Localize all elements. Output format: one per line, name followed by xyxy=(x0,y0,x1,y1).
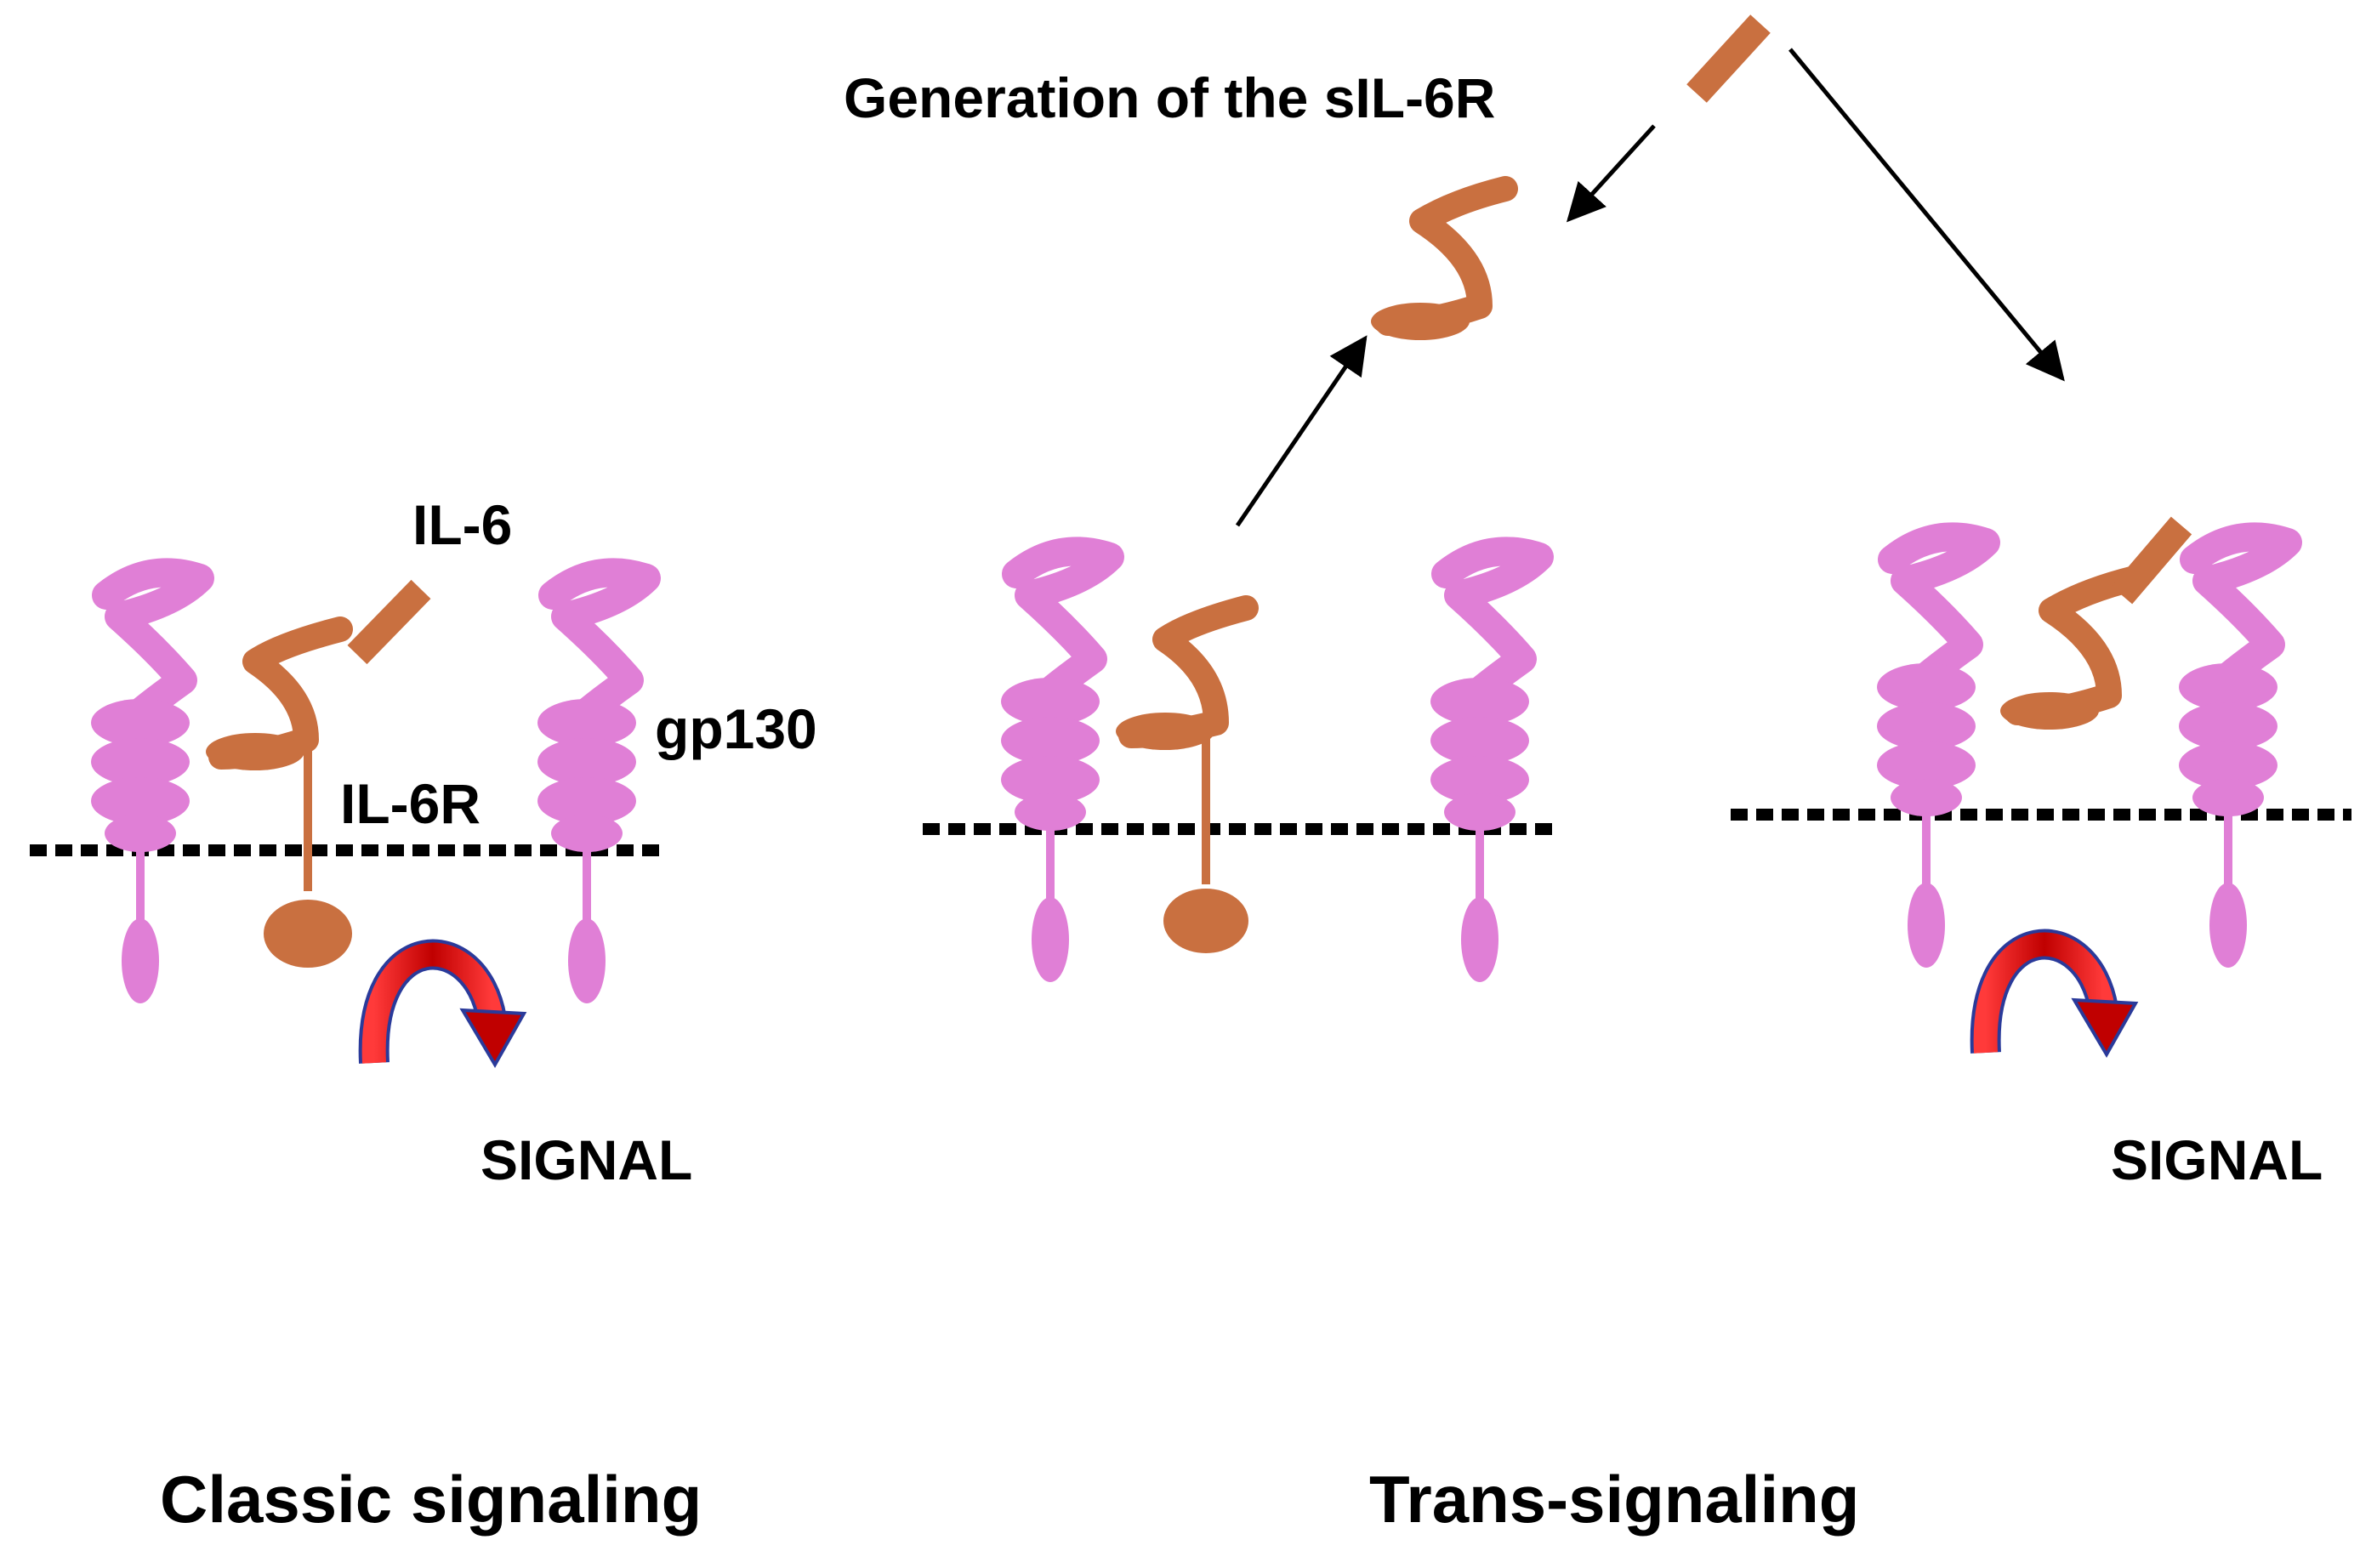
classic-panel: IL-6 gp130 IL-6R SIGNAL Classic signalin… xyxy=(30,493,817,1537)
signal-label-classic: SIGNAL xyxy=(481,1128,692,1191)
signal-arrow-classic xyxy=(374,955,524,1065)
gp130-receptor-right-right xyxy=(2179,537,2288,968)
signal-arrow-trans xyxy=(1986,945,2135,1054)
arrow-il6-to-sil6r xyxy=(1566,124,1656,223)
soluble-il6r-bound xyxy=(2000,578,2135,730)
il6r-membrane-receptor-mid xyxy=(1116,595,1259,953)
arrow-complex-to-cell xyxy=(1788,48,2065,382)
il6-label: IL-6 xyxy=(412,493,512,556)
soluble-il6r xyxy=(1371,189,1505,340)
il6-ligand-free xyxy=(1686,14,1771,103)
il6r-membrane-receptor xyxy=(206,616,353,968)
gp130-receptor-mid-right xyxy=(1430,551,1539,982)
signal-label-trans: SIGNAL xyxy=(2111,1128,2323,1191)
sil6r-generation-label: Generation of the sIL-6R xyxy=(844,66,1495,129)
arrow-shedding xyxy=(1235,335,1368,527)
gp130-receptor-right xyxy=(537,572,646,1003)
gp130-receptor-right-left xyxy=(1877,537,1986,968)
gp130-label: gp130 xyxy=(655,697,817,760)
trans-shedding-panel: Generation of the sIL-6R Trans-signaling xyxy=(844,14,2065,1537)
il6-ligand-bound xyxy=(2111,516,2192,605)
trans-signaling-title: Trans-signaling xyxy=(1369,1462,1859,1537)
il6r-label: IL-6R xyxy=(340,772,481,835)
gp130-receptor-mid-left xyxy=(1001,551,1110,982)
classic-signaling-title: Classic signaling xyxy=(160,1462,702,1537)
gp130-receptor-left xyxy=(91,572,200,1003)
il6-ligand-classic xyxy=(347,579,431,665)
trans-complex-panel: SIGNAL xyxy=(1731,516,2351,1191)
